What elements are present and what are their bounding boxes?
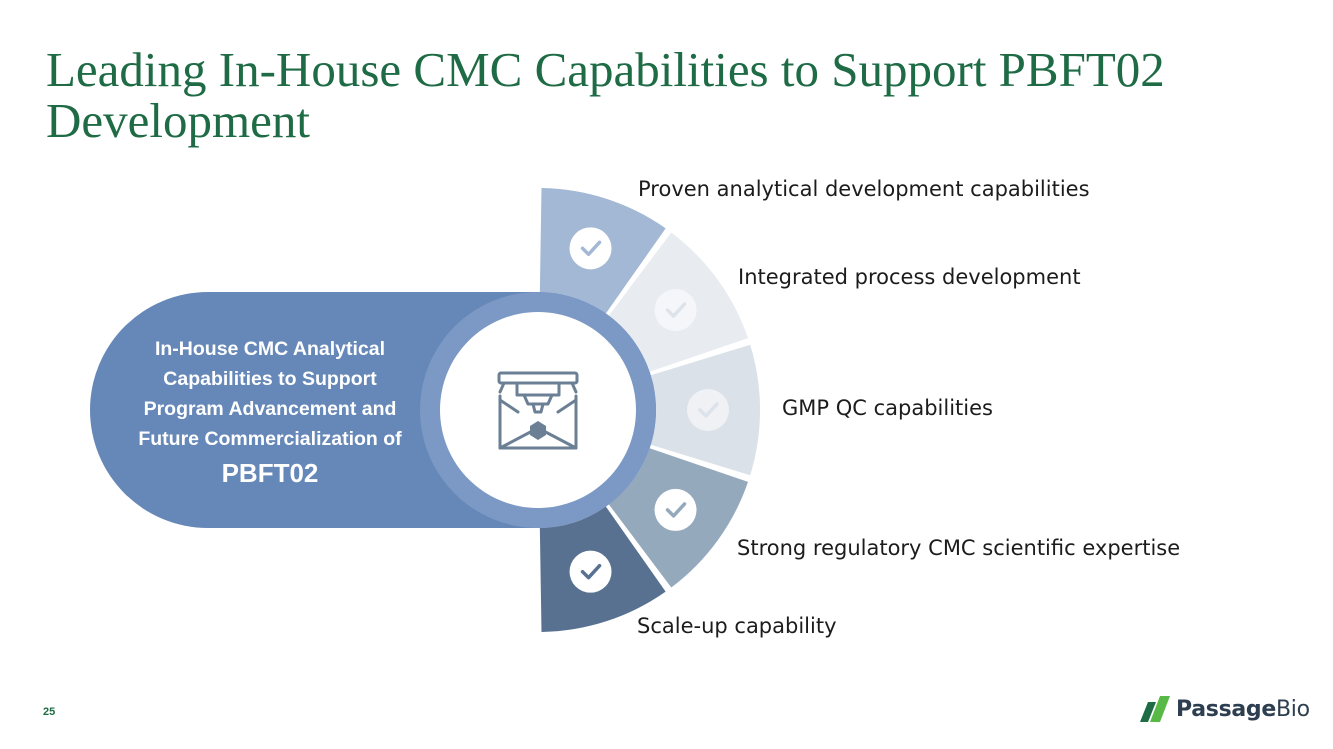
center-line-1: In-House CMC Analytical	[154, 338, 386, 360]
check-badge-3	[687, 389, 729, 431]
check-badge-2	[654, 289, 697, 332]
center-product: PBFT02	[221, 458, 319, 488]
check-icon	[665, 502, 687, 518]
check-badge-4	[654, 488, 697, 531]
slide-title: Leading In-House CMC Capabilities to Sup…	[46, 42, 1165, 148]
company-logo: PassageBio	[1140, 696, 1310, 722]
check-badge-1	[569, 227, 612, 270]
printed-cube	[530, 421, 546, 440]
center-circle	[440, 312, 636, 508]
check-icon	[580, 240, 602, 257]
check-icon	[665, 302, 687, 318]
segment-label-4: Strong regulatory CMC scientific experti…	[737, 536, 1181, 560]
check-badge-5	[569, 550, 612, 593]
center-line-4: Future Commercialization of	[138, 428, 402, 450]
segment-label-5: Scale-up capability	[637, 614, 837, 638]
check-icon	[698, 402, 719, 418]
segment-ring	[539, 188, 760, 632]
center-line-3: Program Advancement and	[143, 398, 397, 420]
segment-label-2: Integrated process development	[738, 265, 1081, 289]
logo-word-passage: Passage	[1176, 696, 1276, 722]
check-icon	[580, 563, 602, 580]
page-number: 25	[43, 706, 56, 718]
logo-word-bio: Bio	[1275, 696, 1310, 722]
center-line-2: Capabilities to Support	[163, 368, 377, 390]
center-description: In-House CMC Analytical Capabilities to …	[110, 334, 430, 492]
logo-wordmark: PassageBio	[1176, 697, 1310, 722]
segment-label-3: GMP QC capabilities	[782, 396, 993, 420]
logo-mark-icon	[1140, 696, 1170, 722]
segment-label-1: Proven analytical development capabiliti…	[638, 177, 1090, 201]
